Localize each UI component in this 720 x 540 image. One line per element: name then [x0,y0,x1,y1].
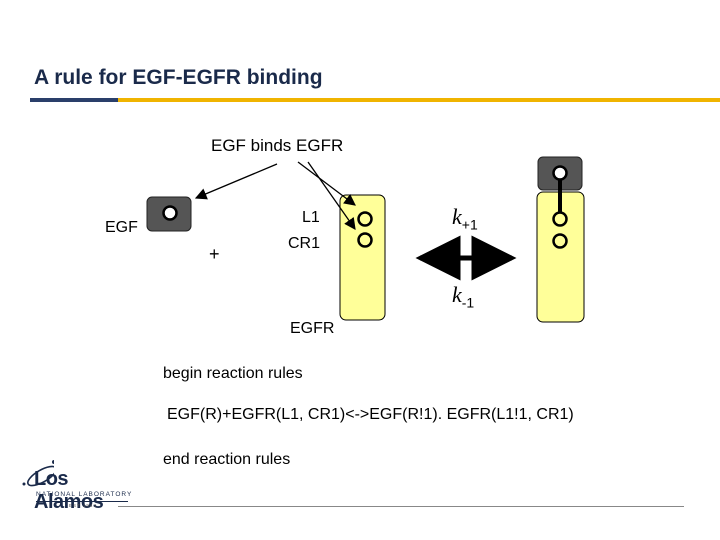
reverse-rate-base: k [452,282,462,307]
l1-label: L1 [302,209,320,226]
logo-established: EST 1943 [69,503,97,508]
arrow-to-l1 [297,161,356,206]
forward-rate-base: k [452,204,462,229]
rules-begin: begin reaction rules [163,365,303,382]
cr1-label: CR1 [288,235,321,252]
arrow-to-egf [194,163,278,200]
complex-site-cr1 [552,233,568,249]
complex-egf-site [552,165,568,181]
plus-sign: + [209,244,220,264]
egf-label: EGF [105,219,138,236]
complex-site-l1 [552,211,568,227]
arrow-to-cr1 [307,161,356,230]
title-underline [30,98,720,102]
slide-title: A rule for EGF-EGFR binding [34,66,323,89]
egfr-site-cr1 [357,232,373,248]
reverse-rate-constant: k-1 [452,282,474,310]
egfr-label: EGFR [290,320,335,337]
footer-rule [118,506,684,507]
logo-subtitle: NATIONAL LABORATORY [36,491,133,498]
forward-rate-subscript: +1 [461,216,478,233]
rules-reaction: EGF(R)+EGFR(L1, CR1)<->EGF(R!1). EGFR(L1… [167,406,574,423]
reverse-rate-subscript: -1 [461,294,475,311]
atom-icon [22,460,54,487]
logo-divider [36,501,128,502]
rules-end: end reaction rules [163,451,291,468]
egfr-site-l1 [357,211,373,227]
egf-site-r [162,205,178,221]
los-alamos-logo: Los Alamos NATIONAL LABORATORY EST 1943 [14,454,134,514]
logo-name: Los Alamos [34,468,104,513]
forward-rate-constant: k+1 [452,204,478,232]
diagram-subtitle: EGF binds EGFR [211,136,344,155]
